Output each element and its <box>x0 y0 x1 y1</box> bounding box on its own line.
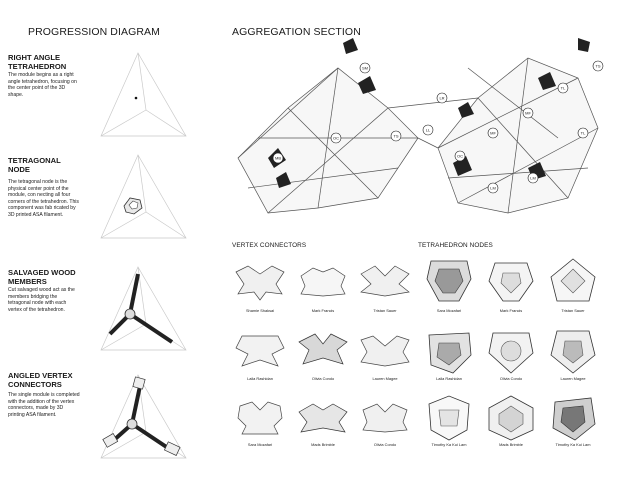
tetrahedron-node-caption: Lauren Magee <box>560 376 586 381</box>
aggregation-tag: LM <box>487 182 499 194</box>
tetrahedron-nodes-heading: TETRAHEDRON NODES <box>418 242 493 249</box>
aggregation-tag: MF <box>487 127 499 139</box>
step-4-vertex-connectors-diagram <box>100 374 187 459</box>
aggregation-tag: MF <box>522 107 534 119</box>
step-4-title: ANGLED VERTEX CONNECTORS <box>8 371 73 389</box>
svg-text:TS: TS <box>393 134 398 139</box>
tetrahedron-node-caption: Timothy Ka Kui Lam <box>555 442 591 447</box>
vertex-connector-caption: Tristan Sauer <box>373 308 397 313</box>
vertex-connector-caption: Lauren Magee <box>372 376 398 381</box>
tetrahedron-node-drawing <box>552 397 596 441</box>
step-1-desc: The module begins as a right angle tetra… <box>8 72 77 98</box>
vertex-connector-caption: Sara Mozafari <box>247 442 273 447</box>
tetrahedron-node-drawing <box>488 332 534 374</box>
vertex-connector-drawing <box>300 267 346 297</box>
step-3-title: SALVAGED WOOD MEMBERS <box>8 268 76 286</box>
tetrahedron-node-drawing <box>426 260 472 302</box>
vertex-connector-caption: Olivia Condo <box>373 442 397 447</box>
aggregation-tag: LR <box>436 92 448 104</box>
vertex-connector-drawing <box>298 403 348 433</box>
tetrahedron-node-caption: Laila Rashidan <box>436 376 462 381</box>
aggregation-section-drawing: SM LR MB OC LL TL LM TS OC MF MF LM TS T… <box>237 38 604 214</box>
step-2-desc: The tetragonal node is the physical cent… <box>8 179 79 218</box>
tetrahedron-node-caption: Olivia Condo <box>499 376 523 381</box>
aggregation-section-heading: AGGREGATION SECTION <box>232 26 361 38</box>
step-2-title: TETRAGONAL NODE <box>8 156 61 174</box>
svg-text:LM: LM <box>530 176 536 181</box>
vertex-connector-caption: Laila Rashidan <box>247 376 273 381</box>
aggregation-tag: TS <box>592 60 604 72</box>
tetrahedron-node-caption: Mark Francis <box>499 308 523 313</box>
step-3-desc: Cut salvaged wood act as the members bri… <box>8 287 75 313</box>
tetrahedron-node-caption: Mads Brimble <box>499 442 523 447</box>
aggregation-tag: TS <box>390 130 402 142</box>
vertex-connector-drawing <box>362 403 408 433</box>
svg-text:TS: TS <box>595 64 600 69</box>
tetrahedron-node-drawing <box>550 330 596 374</box>
svg-text:MF: MF <box>525 111 531 116</box>
svg-text:TL: TL <box>581 131 586 136</box>
tetrahedron-node-caption: Tristan Sauer <box>561 308 585 313</box>
svg-text:MB: MB <box>275 156 281 161</box>
step-1-title: RIGHT ANGLE TETRAHEDRON <box>8 53 67 71</box>
svg-text:MF: MF <box>490 131 496 136</box>
aggregation-tag: MB <box>272 152 284 164</box>
svg-text:OC: OC <box>457 154 463 159</box>
vertex-connector-caption: Mads Brimble <box>311 442 335 447</box>
svg-text:TL: TL <box>561 86 566 91</box>
aggregation-tag: TL <box>577 127 589 139</box>
progression-diagram-heading: PROGRESSION DIAGRAM <box>28 26 161 38</box>
tetrahedron-node-caption: Sara Mozafari <box>436 308 462 313</box>
step-4-desc: The single module is completed with the … <box>8 392 80 418</box>
vertex-connector-drawing <box>235 335 285 367</box>
vertex-connector-caption: Olivia Condo <box>311 376 335 381</box>
svg-text:OC: OC <box>333 136 339 141</box>
vertex-connector-drawing <box>360 265 410 297</box>
svg-text:LL: LL <box>426 128 431 133</box>
tetrahedron-node-drawing <box>550 258 596 302</box>
vertex-connector-drawing <box>360 335 410 367</box>
vertex-connectors-heading: VERTEX CONNECTORS <box>232 242 307 249</box>
tetrahedron-node-caption: Timothy Ka Kui Lam <box>431 442 467 447</box>
tetrahedron-node-drawing <box>428 332 472 374</box>
tetrahedron-node-drawing <box>428 395 470 441</box>
svg-text:SM: SM <box>362 66 368 71</box>
aggregation-tag: LM <box>527 172 539 184</box>
svg-text:LM: LM <box>490 186 496 191</box>
step-2-node-diagram <box>100 154 187 239</box>
tetrahedron-node-drawing <box>488 395 534 441</box>
aggregation-tag: TL <box>557 82 569 94</box>
step-1-tetrahedron-diagram <box>100 52 187 137</box>
vertex-connector-drawing <box>298 333 348 365</box>
vertex-connector-drawing <box>235 265 285 301</box>
vertex-connector-drawing <box>237 401 283 435</box>
aggregation-tag: OC <box>330 132 342 144</box>
vertex-connector-caption: Shamie Shaksai <box>245 308 275 313</box>
svg-text:LR: LR <box>439 96 444 101</box>
vertex-connector-caption: Mark Francis <box>311 308 335 313</box>
aggregation-tag: LL <box>422 124 434 136</box>
aggregation-tag: SM <box>359 62 371 74</box>
tetrahedron-node-drawing <box>488 262 534 302</box>
step-3-wood-members-diagram <box>100 266 187 351</box>
aggregation-tag: OC <box>454 150 466 162</box>
